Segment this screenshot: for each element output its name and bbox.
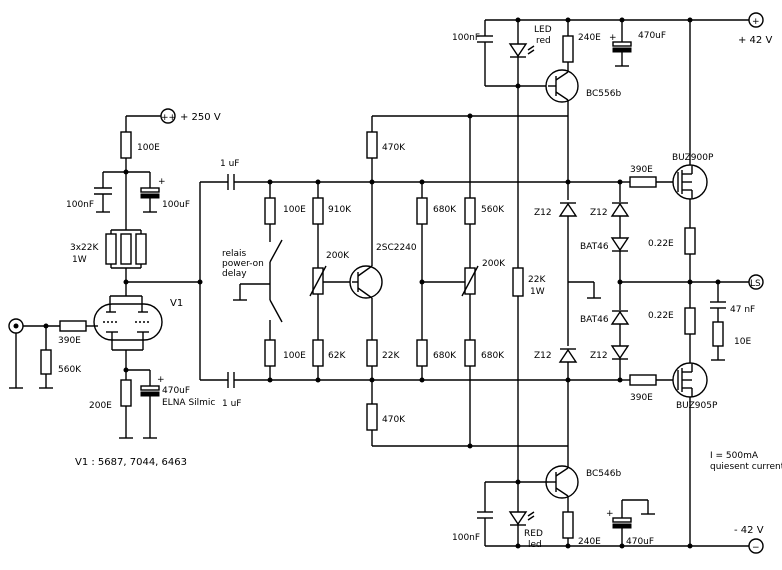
svg-text:++: ++ xyxy=(161,113,176,123)
svg-text:red: red xyxy=(536,36,551,46)
svg-text:I = 500mA: I = 500mA xyxy=(710,451,759,461)
svg-text:Z12: Z12 xyxy=(534,351,552,361)
svg-text:BUZ905P: BUZ905P xyxy=(676,401,718,411)
svg-text:200E: 200E xyxy=(89,401,112,411)
tube-stage: 100E 100nF + 100uF 3x22K 1W xyxy=(8,115,215,468)
bias-network: 910K 200K 62K 2SC2240 470K 22K 470K xyxy=(309,115,568,447)
svg-text:delay: delay xyxy=(222,269,247,279)
svg-text:100nF: 100nF xyxy=(66,200,94,210)
svg-text:680K: 680K xyxy=(433,351,457,361)
svg-text:910K: 910K xyxy=(328,205,352,215)
svg-text:3x22K: 3x22K xyxy=(70,243,100,253)
current-source-column: 22K 1W xyxy=(512,17,546,549)
svg-text:390E: 390E xyxy=(630,393,653,403)
svg-text:BC546b: BC546b xyxy=(586,469,621,479)
svg-text:Z12: Z12 xyxy=(590,351,608,361)
pos-supply-terminal: + + 42 V xyxy=(738,12,772,46)
svg-text:power-on: power-on xyxy=(222,259,264,269)
svg-text:100E: 100E xyxy=(283,351,306,361)
svg-text:470uF: 470uF xyxy=(626,537,654,547)
resistor-100e-hv xyxy=(120,131,132,159)
svg-text:BUZ900P: BUZ900P xyxy=(672,153,714,163)
svg-text:100uF: 100uF xyxy=(162,200,190,210)
svg-text:100nF: 100nF xyxy=(452,33,480,43)
ls-output-terminal: LS xyxy=(748,274,764,290)
divider-chain: 680K 680K 560K 200K 680K xyxy=(416,113,506,449)
svg-text:1 uF: 1 uF xyxy=(222,399,241,409)
svg-text:100E: 100E xyxy=(137,143,160,153)
svg-text:V1 : 5687, 7044, 6463: V1 : 5687, 7044, 6463 xyxy=(75,457,187,468)
svg-text:+: + xyxy=(157,375,165,385)
svg-text:1 uF: 1 uF xyxy=(220,159,239,169)
svg-text:+ 42 V: + 42 V xyxy=(738,35,772,46)
svg-text:470K: 470K xyxy=(382,415,406,425)
relay-branch: 100E relais power-on delay 100E xyxy=(222,179,306,383)
svg-text:2SC2240: 2SC2240 xyxy=(376,243,417,253)
svg-text:47 nF: 47 nF xyxy=(730,305,755,315)
bottom-current-source: BC546b 100nF RED led 240E + 470uF xyxy=(452,17,693,550)
svg-text:200K: 200K xyxy=(326,251,350,261)
positive-rail xyxy=(485,19,750,150)
svg-text:680K: 680K xyxy=(481,351,505,361)
svg-text:560K: 560K xyxy=(58,365,82,375)
negative-rail xyxy=(485,410,750,547)
svg-text:−: − xyxy=(752,543,760,553)
hv-supply-terminal: ++ + 250 V xyxy=(160,108,221,124)
transistor-bc556b xyxy=(545,69,579,103)
svg-text:Z12: Z12 xyxy=(534,208,552,218)
svg-text:+: + xyxy=(752,17,760,27)
svg-text:100nF: 100nF xyxy=(452,533,480,543)
output-stage: 390E BUZ900P 0.22E 0.22E 390E BUZ905P xyxy=(620,150,782,472)
svg-text:470K: 470K xyxy=(382,143,406,153)
neg-supply-terminal: − - 42 V xyxy=(734,525,764,554)
svg-text:22K: 22K xyxy=(528,275,546,285)
svg-text:quiesent current: quiesent current xyxy=(710,462,782,472)
svg-text:560K: 560K xyxy=(481,205,505,215)
svg-text:Z12: Z12 xyxy=(590,208,608,218)
svg-text:+: + xyxy=(606,509,614,519)
tube-v1 xyxy=(93,303,163,341)
svg-text:390E: 390E xyxy=(630,165,653,175)
svg-text:+ 250 V: + 250 V xyxy=(180,112,221,123)
protection-diodes: Z12 Z12 Z12 BAT46 BAT46 Z12 xyxy=(534,116,630,446)
svg-text:LS: LS xyxy=(750,279,761,289)
top-current-source: 100nF LED red 240E + 470uF BC556b xyxy=(452,17,666,116)
svg-text:470uF: 470uF xyxy=(638,31,666,41)
svg-text:240E: 240E xyxy=(578,537,601,547)
svg-text:BC556b: BC556b xyxy=(586,89,621,99)
svg-text:1W: 1W xyxy=(72,255,87,265)
svg-text:62K: 62K xyxy=(328,351,346,361)
svg-text:680K: 680K xyxy=(433,205,457,215)
svg-text:100E: 100E xyxy=(283,205,306,215)
svg-text:led: led xyxy=(528,540,542,550)
svg-text:+: + xyxy=(609,33,617,43)
svg-text:BAT46: BAT46 xyxy=(580,242,609,252)
svg-text:relais: relais xyxy=(222,249,247,259)
svg-text:RED: RED xyxy=(524,529,543,539)
coupling-caps: 1 uF 1 uF xyxy=(123,159,620,409)
svg-text:ELNA Silmic: ELNA Silmic xyxy=(162,398,215,408)
svg-text:22K: 22K xyxy=(382,351,400,361)
svg-text:470uF: 470uF xyxy=(162,386,190,396)
svg-text:10E: 10E xyxy=(734,337,751,347)
svg-text:- 42 V: - 42 V xyxy=(734,525,764,536)
svg-text:+: + xyxy=(158,177,166,187)
svg-text:LED: LED xyxy=(534,25,552,35)
svg-text:200K: 200K xyxy=(482,259,506,269)
svg-text:BAT46: BAT46 xyxy=(580,315,609,325)
svg-text:0.22E: 0.22E xyxy=(648,239,674,249)
svg-text:390E: 390E xyxy=(58,336,81,346)
svg-text:240E: 240E xyxy=(578,33,601,43)
svg-text:0.22E: 0.22E xyxy=(648,311,674,321)
svg-text:V1: V1 xyxy=(170,298,183,309)
svg-text:1W: 1W xyxy=(530,287,545,297)
